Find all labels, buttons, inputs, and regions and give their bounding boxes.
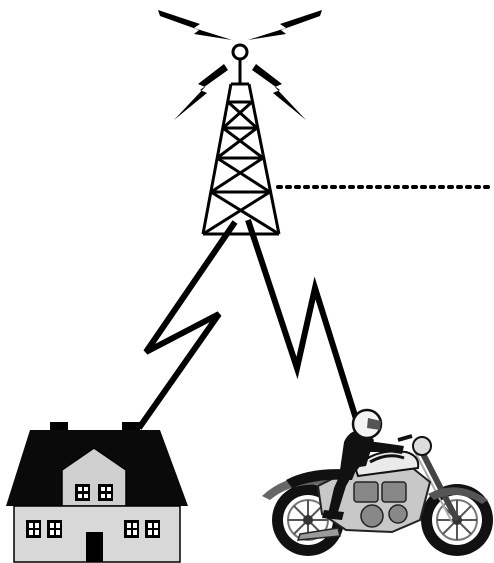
motorcycle-rider-icon — [262, 410, 493, 556]
signal-bolt-icon — [158, 10, 232, 40]
lightning-link-motorcycle — [248, 220, 357, 422]
house-icon — [6, 422, 188, 562]
signal-bolt-icon — [174, 64, 228, 120]
signal-bolt-icon — [252, 64, 306, 120]
signal-bolt-icon — [248, 10, 322, 40]
lightning-link-house — [139, 222, 235, 428]
